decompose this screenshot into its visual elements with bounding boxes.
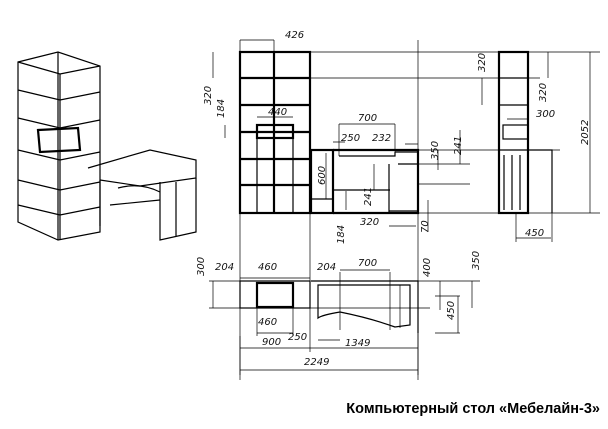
dim-total-height: 2052 xyxy=(580,120,591,145)
dim-top-204-right: 204 xyxy=(317,262,336,273)
dim-drawer-height: 184 xyxy=(216,99,227,118)
dim-desk-700: 700 xyxy=(358,113,377,124)
dim-241-right: 241 xyxy=(453,136,464,155)
dim-desk-232: 232 xyxy=(372,133,391,144)
dim-top-700: 700 xyxy=(358,258,377,269)
dim-side-320: 320 xyxy=(538,83,549,102)
dim-320-bottom: 320 xyxy=(360,217,379,228)
dim-350: 350 xyxy=(430,141,441,160)
dim-side-450: 450 xyxy=(525,228,544,239)
dim-shelf-height: 320 xyxy=(203,86,214,105)
dim-side-320-top: 320 xyxy=(477,53,488,72)
front-view xyxy=(212,39,600,380)
dimension-labels: 426 320 184 440 700 250 232 350 241 600 … xyxy=(196,30,591,368)
dim-side-300: 300 xyxy=(536,109,555,120)
dim-600: 600 xyxy=(317,166,328,185)
dim-top-400: 400 xyxy=(422,258,433,277)
drawing-title: Компьютерный стол «Мебелайн-3» xyxy=(346,401,600,417)
side-view xyxy=(481,50,591,242)
dim-1349: 1349 xyxy=(345,338,370,349)
dim-cabinet-width: 426 xyxy=(285,30,304,41)
dim-top-204-left: 204 xyxy=(215,262,234,273)
dim-250: 250 xyxy=(288,332,307,343)
dim-top-300: 300 xyxy=(196,257,207,276)
dim-top-350: 350 xyxy=(471,251,482,270)
dim-top-460: 460 xyxy=(258,262,277,273)
isometric-view xyxy=(17,51,197,241)
dim-2249: 2249 xyxy=(304,357,329,368)
top-view xyxy=(209,269,480,375)
dim-top-460-lower: 460 xyxy=(258,317,277,328)
dim-184-bottom: 184 xyxy=(336,225,347,244)
dim-241-mid: 241 xyxy=(363,187,374,206)
dim-top-450: 450 xyxy=(446,301,457,320)
dim-900: 900 xyxy=(262,337,281,348)
dim-drawer-width: 440 xyxy=(268,107,287,118)
dim-70: 70 xyxy=(420,220,431,233)
dim-desk-250: 250 xyxy=(341,133,360,144)
